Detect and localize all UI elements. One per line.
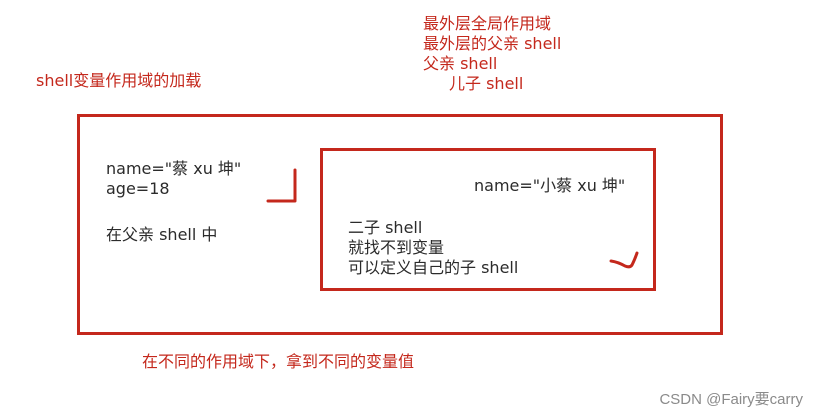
inner-scope-notes: 二子 shell 就找不到变量 可以定义自己的子 shell <box>348 218 518 278</box>
corner-mark-icon <box>266 168 297 203</box>
outer-variables: name="蔡 xu 坤" age=18 <box>106 159 241 199</box>
diagram-title: shell变量作用域的加载 <box>36 71 202 90</box>
inner-scope-box <box>320 148 656 291</box>
legend-child-shell: 儿子 shell <box>449 74 524 93</box>
legend-global-scope: 最外层全局作用域 <box>423 14 552 33</box>
inner-note-cannot-find-variable: 就找不到变量 <box>348 238 445 257</box>
tick-mark-icon <box>609 251 639 269</box>
outer-age-variable: age=18 <box>106 179 170 198</box>
outer-scope-box <box>77 114 723 335</box>
csdn-watermark: CSDN @Fairy要carry <box>659 391 803 408</box>
inner-name-variable: name="小蔡 xu 坤" <box>474 176 626 195</box>
outer-name-variable: name="蔡 xu 坤" <box>106 159 242 178</box>
legend-outermost-parent-shell: 最外层的父亲 shell <box>423 34 562 53</box>
inner-note-define-own-subshell: 可以定义自己的子 shell <box>348 258 519 277</box>
outer-scope-note: 在父亲 shell 中 <box>106 225 218 244</box>
diagram-caption: 在不同的作用域下，拿到不同的变量值 <box>142 352 415 371</box>
scope-legend: 最外层全局作用域 最外层的父亲 shell 父亲 shell 儿子 shell <box>423 14 561 94</box>
legend-parent-shell: 父亲 shell <box>423 54 498 73</box>
inner-note-second-child-shell: 二子 shell <box>348 218 423 237</box>
